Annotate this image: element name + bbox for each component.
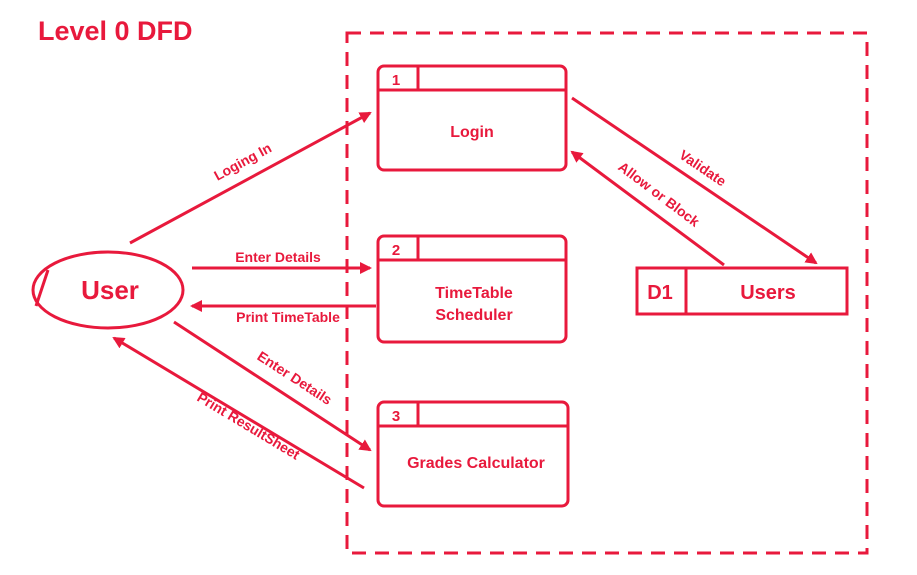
process-timetable-label-line2: Scheduler (435, 307, 512, 324)
entity-slash (34, 269, 50, 307)
process-timetable-id: 2 (392, 242, 400, 259)
datastore-id: D1 (647, 282, 673, 304)
flow-enter-details-timetable-label: Enter Details (235, 249, 321, 265)
flow-print-resultsheet-label: Print ResultSheet (194, 389, 303, 463)
system-boundary (345, 31, 869, 555)
datastore-users: D1 Users (635, 266, 849, 316)
process-login-label: Login (450, 124, 494, 141)
process-grades-id: 3 (392, 408, 400, 425)
datastore-label: Users (740, 282, 796, 304)
flow-validate-arrow (571, 96, 818, 265)
flow-enter-details-grades-arrow (173, 320, 372, 452)
flow-validate-label: Validate (676, 146, 729, 189)
user-entity-label: User (81, 275, 139, 305)
process-login-id: 1 (392, 72, 400, 89)
process-timetable-scheduler: 2 TimeTable Scheduler (376, 234, 568, 344)
user-entity: User (31, 250, 185, 330)
flow-loging-in-arrow (129, 111, 372, 245)
process-grades-label: Grades Calculator (407, 455, 545, 472)
flow-print-timetable-label: Print TimeTable (236, 309, 340, 325)
flow-loging-in-label: Loging In (211, 140, 274, 184)
process-login: 1 Login (376, 64, 568, 172)
flow-allow-or-block-arrow (570, 150, 725, 267)
process-grades-calculator: 3 Grades Calculator (376, 400, 570, 508)
diagram-title: Level 0 DFD (38, 16, 193, 46)
process-timetable-label-line1: TimeTable (435, 285, 513, 302)
flow-enter-details-grades-label: Enter Details (254, 348, 335, 408)
flow-print-resultsheet-arrow (112, 336, 365, 490)
